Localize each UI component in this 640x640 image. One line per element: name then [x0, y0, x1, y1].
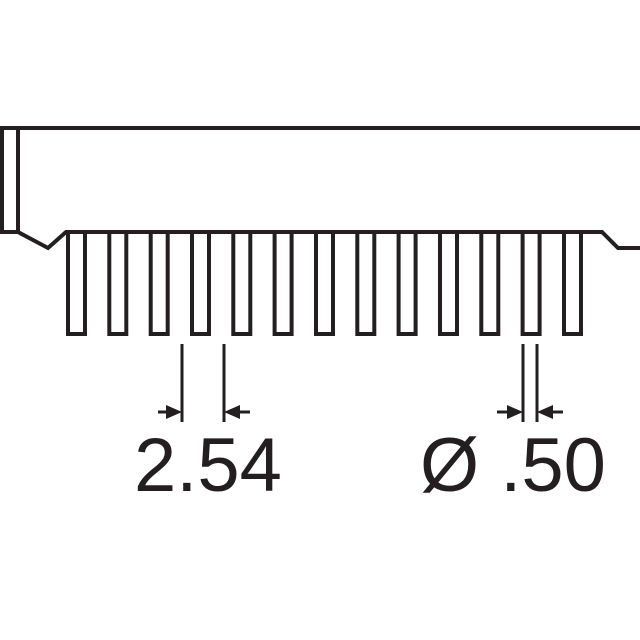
- connector-body: [0, 126, 640, 251]
- pin: [314, 232, 335, 336]
- pin: [66, 232, 87, 336]
- pin-diameter-dimension-label: Ø .50: [420, 423, 606, 508]
- pin: [231, 232, 253, 336]
- pin: [107, 232, 129, 336]
- left-side-tab: [0, 126, 18, 234]
- pin: [562, 232, 583, 336]
- pin: [520, 232, 542, 336]
- pin-row: [66, 232, 583, 336]
- pin: [190, 232, 211, 336]
- pin: [355, 232, 377, 336]
- pitch-arrow-left-head: [166, 405, 182, 419]
- dimension-lines: [158, 344, 563, 422]
- housing-outline: [16, 126, 640, 251]
- pin: [272, 232, 294, 336]
- pin: [148, 232, 170, 336]
- pin: [396, 232, 418, 336]
- diameter-arrow-right-head: [537, 405, 553, 419]
- pitch-dimension-label: 2.54: [134, 423, 282, 508]
- pitch-arrow-right-head: [224, 405, 240, 419]
- pin: [438, 232, 459, 336]
- pin: [479, 232, 501, 336]
- diameter-arrow-left-head: [507, 405, 523, 419]
